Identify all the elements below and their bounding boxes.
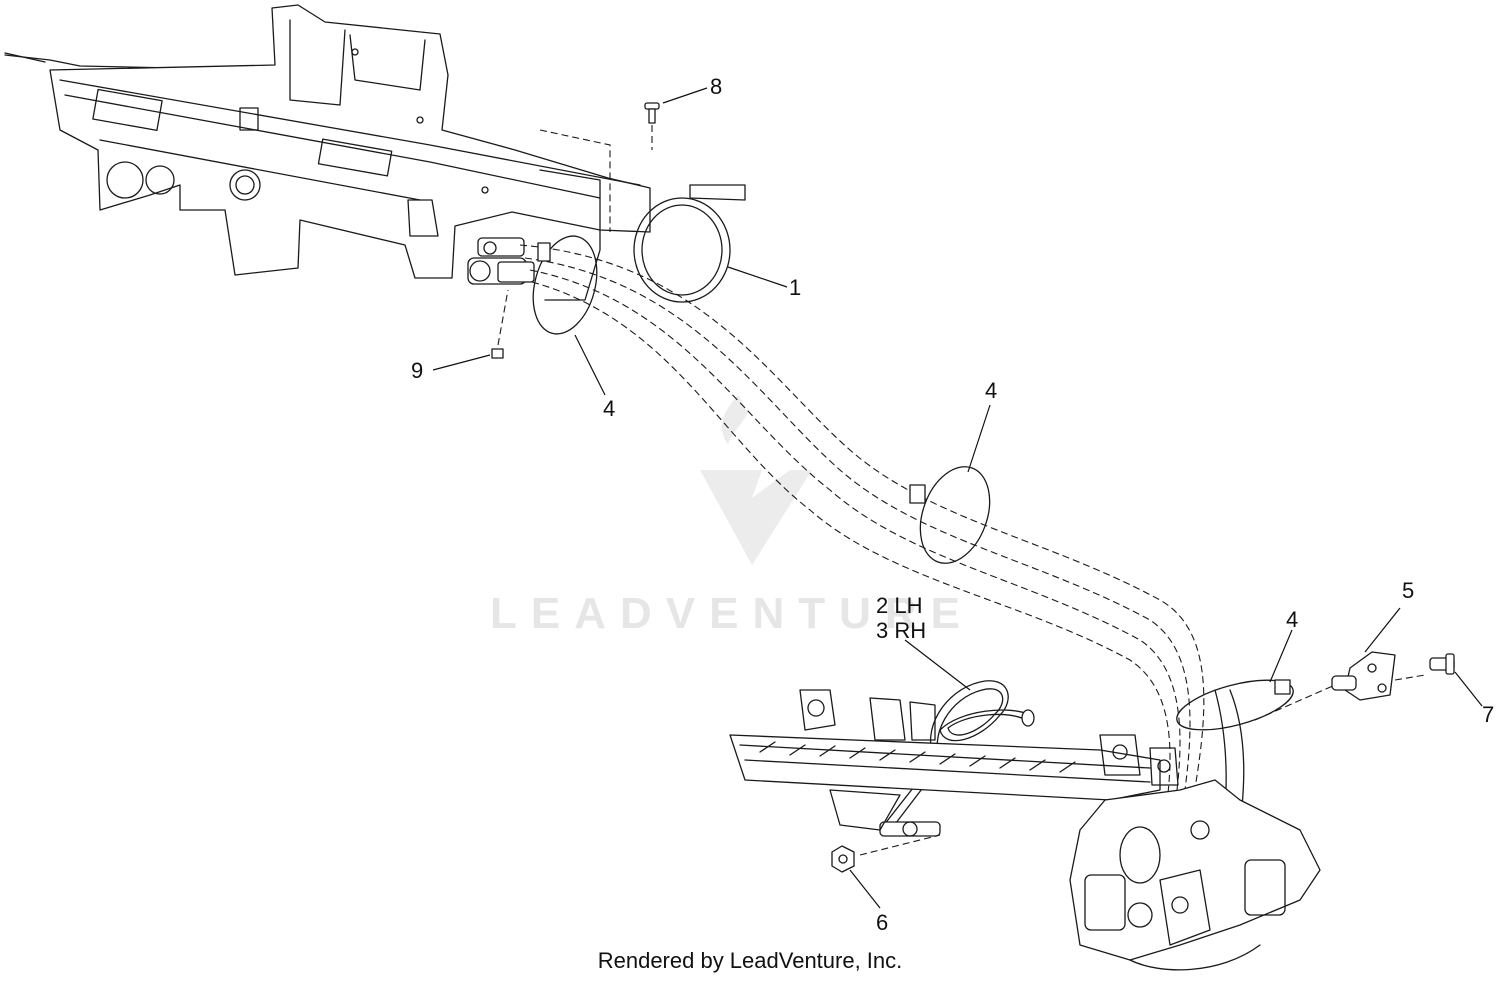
hose-fittings (467, 237, 535, 285)
callout-4-lower: 4 (1286, 607, 1298, 632)
part-4-cable-tie-middle (909, 466, 991, 564)
callout-4-middle: 4 (985, 378, 997, 403)
watermark: LEADVENTURE (490, 395, 974, 638)
callout-6: 6 (876, 910, 888, 935)
callout-8: 8 (710, 74, 722, 99)
leader-lines (432, 87, 1483, 909)
upper-frame (4, 4, 746, 301)
part-6-nut (831, 845, 855, 873)
part-4-cable-tie-lower (1176, 679, 1294, 731)
hydraulic-pump (1069, 779, 1321, 971)
part-2-3-control-rod (859, 680, 1035, 856)
part-1-clamp (633, 197, 731, 303)
part-8-bolt (644, 102, 660, 150)
part-4-cable-tie-upper (532, 235, 598, 335)
part-9-nut (491, 289, 509, 359)
callout-7: 7 (1482, 702, 1494, 727)
callout-5: 5 (1402, 578, 1414, 603)
callouts: 1 2 LH 3 RH 4 4 4 5 6 7 8 9 (411, 74, 1494, 935)
footer-credit: Rendered by LeadVenture, Inc. (597, 948, 903, 973)
callout-4-upper: 4 (603, 396, 615, 421)
callout-1: 1 (789, 275, 801, 300)
callout-3-rh: 3 RH (876, 618, 926, 643)
lower-frame (729, 689, 1179, 831)
part-7-bolt (1429, 653, 1455, 675)
callout-9: 9 (411, 358, 423, 383)
part-5-bracket (1254, 651, 1426, 721)
leadventure-logo-icon (700, 395, 812, 565)
callout-2-lh: 2 LH (876, 593, 922, 618)
watermark-text: LEADVENTURE (490, 589, 974, 638)
